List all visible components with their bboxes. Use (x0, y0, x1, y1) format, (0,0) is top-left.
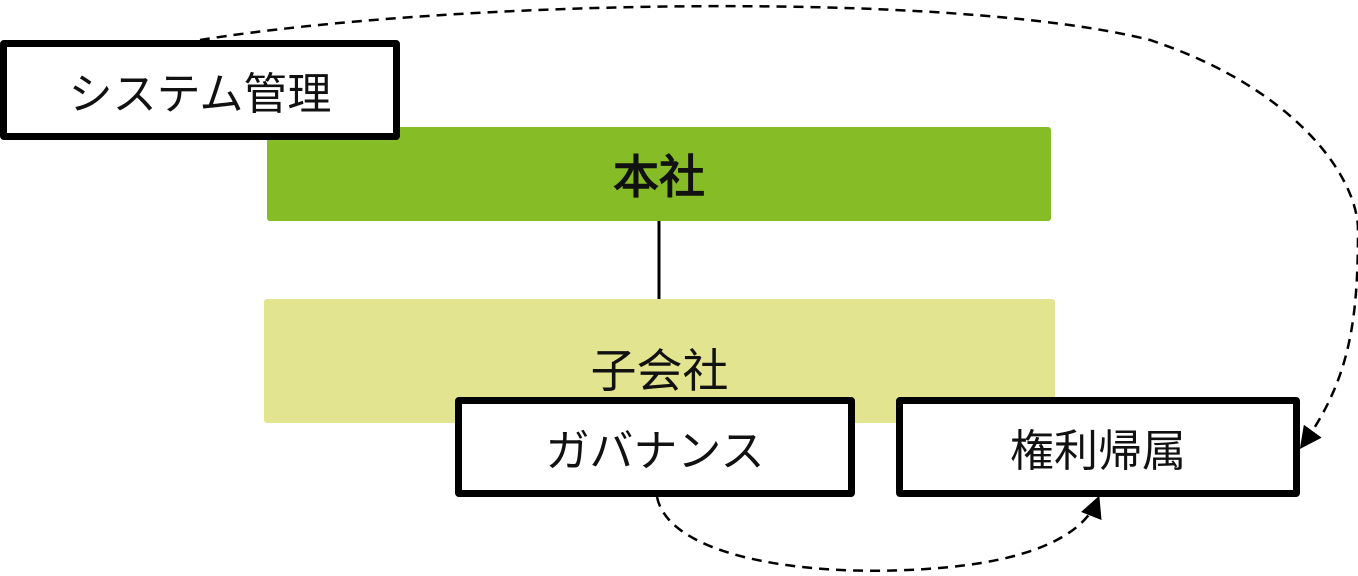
ownership-label: 権利帰属 (1010, 426, 1186, 477)
system-management-label: システム管理 (68, 69, 332, 120)
headquarters-node: 本社 (267, 127, 1051, 221)
ownership-node: 権利帰属 (896, 397, 1300, 497)
system-management-node: システム管理 (0, 40, 400, 140)
governance-label: ガバナンス (545, 426, 765, 477)
system-to-ownership-arrow (199, 4, 1358, 449)
governance-to-ownership-arrow (655, 495, 1102, 572)
subsidiary-label: 子会社 (590, 344, 729, 398)
headquarters-label: 本社 (613, 150, 705, 204)
governance-node: ガバナンス (455, 397, 855, 497)
